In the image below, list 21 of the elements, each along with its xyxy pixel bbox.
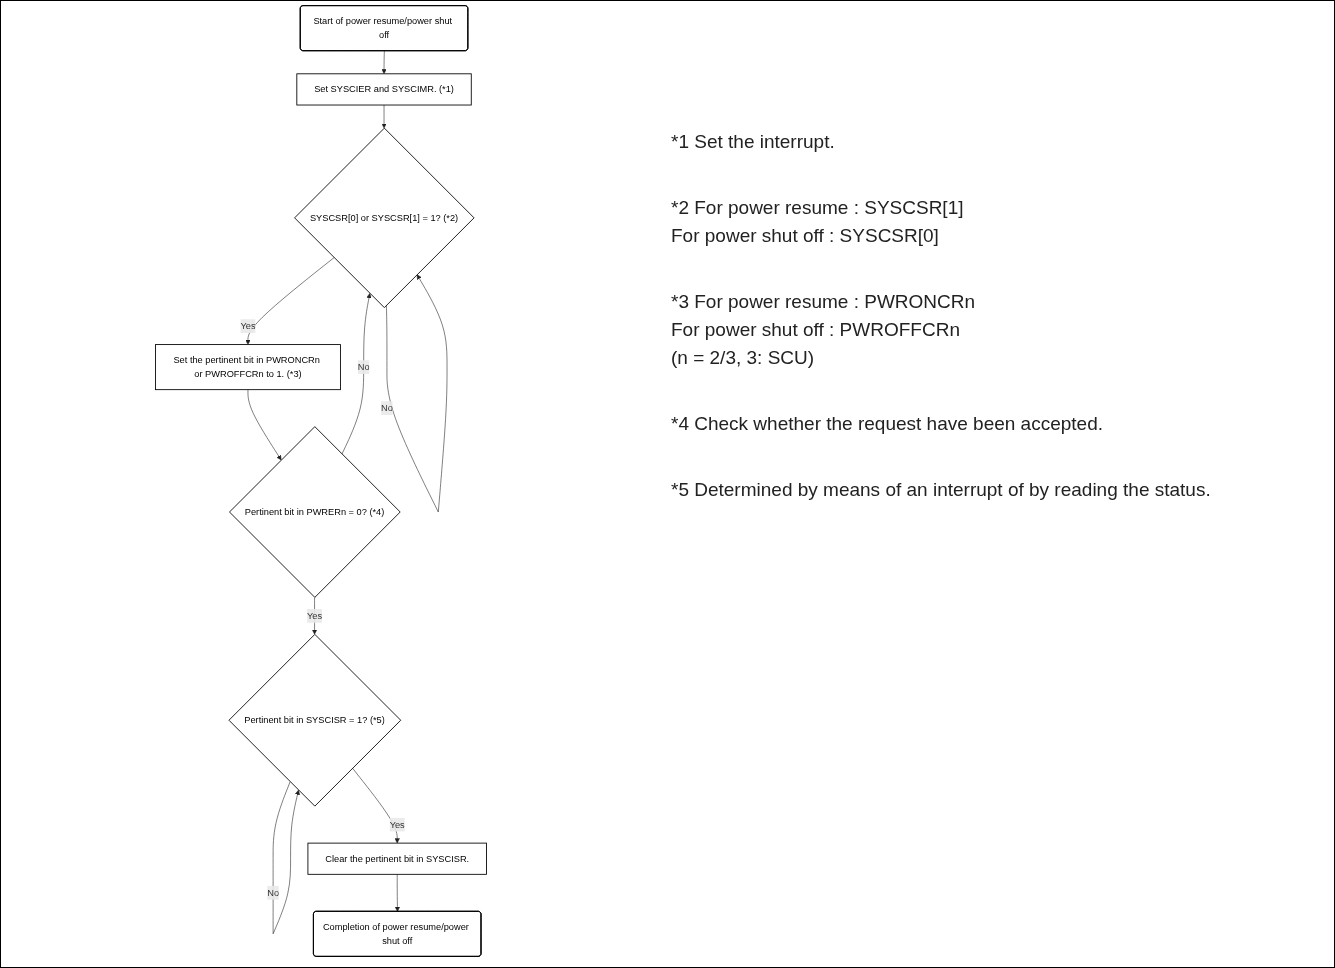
- edge-label: No: [267, 887, 280, 898]
- node-diamond: SYSCSR[0] or SYSCSR[1] = 1? (*2): [294, 127, 475, 309]
- node-box: Set SYSCIER and SYSCIMR. (*1): [296, 73, 472, 106]
- arrow: [272, 781, 300, 935]
- node-diamond: Pertinent bit in PWRERn = 0? (*4): [229, 426, 401, 598]
- footnote-text: *1 Set the interrupt.: [671, 131, 836, 153]
- footnote-text: *4 Check whether the request have been accepted.: [671, 413, 1104, 435]
- footnote-text: *5 Determined by means of an interrupt of by reading the status.: [671, 479, 1212, 501]
- edge-label: No: [357, 361, 370, 372]
- footnote-text: *2 For power resume : SYSCSR[1]: [671, 197, 965, 219]
- edge-label: No: [381, 402, 393, 413]
- footnote-text: For power shut off : SYSCSR[0]: [671, 225, 940, 247]
- node-box: Clear the pertinent bit in SYSCISR.: [307, 842, 487, 875]
- node-diamond: Pertinent bit in SYSCISR = 1? (*5): [228, 633, 402, 807]
- footnote-text: (n = 2/3, 3: SCU): [671, 347, 816, 369]
- footnote-text: For power shut off : PWROFFCRn: [671, 319, 961, 341]
- edge-label: Yes: [240, 320, 256, 331]
- node-box: Set the pertinent bit in PWRONCRn or PWROFFCRn to 1. (*3): [155, 344, 341, 391]
- edge-label: Yes: [307, 610, 323, 621]
- footnote-text: *3 For power resume : PWRONCRn: [671, 291, 977, 313]
- edge-label: Yes: [389, 819, 405, 830]
